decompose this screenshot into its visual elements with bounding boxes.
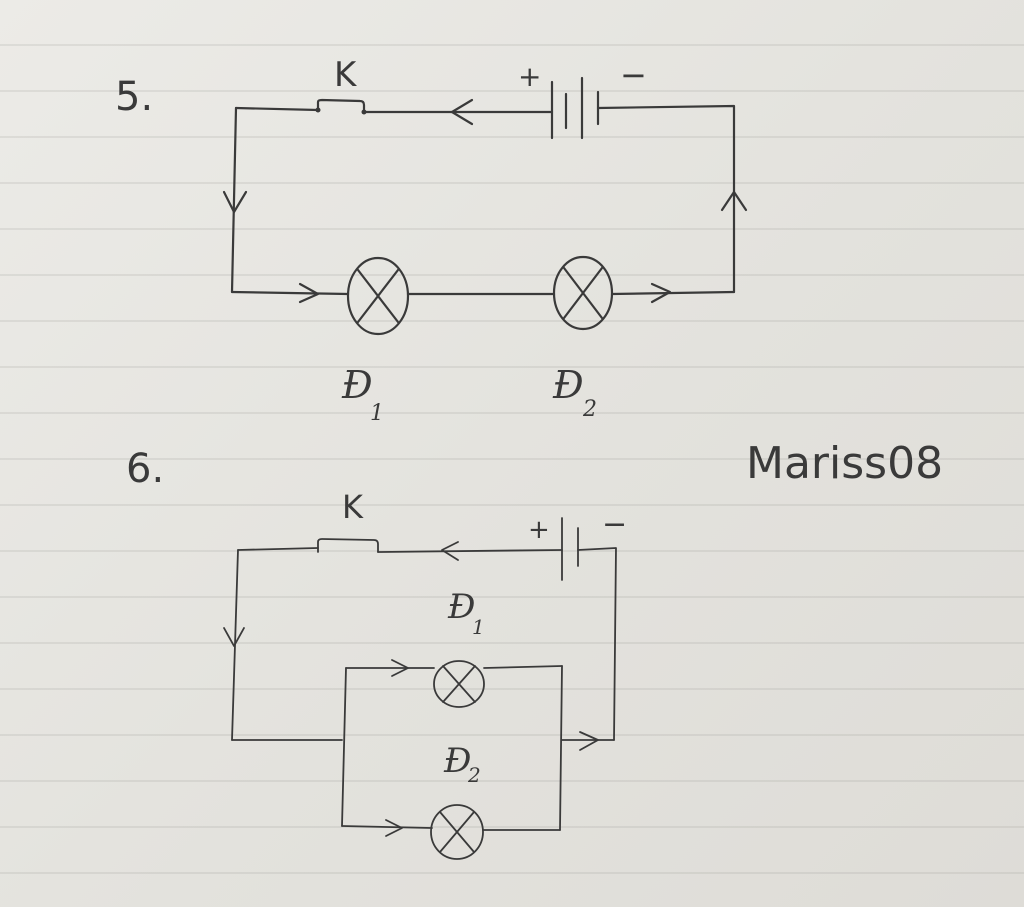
arrow-bottom-left-5 (298, 282, 320, 304)
lamp-d2-5 (552, 255, 614, 331)
battery-minus-5: − (620, 56, 647, 94)
arrow-left-5 (222, 190, 248, 214)
lamp-d2-6 (430, 804, 484, 860)
problem-6-number: 6. (126, 446, 164, 492)
arrow-top-6 (441, 541, 459, 561)
arrow-bottom-right-5 (650, 282, 672, 304)
lamp-d1-label-6: Đ (447, 587, 475, 627)
switch-k-5 (316, 98, 366, 114)
switch-label-5: K (334, 55, 358, 95)
wire-bottom-right-5 (610, 290, 736, 296)
switch-label-6: K (342, 488, 364, 526)
circuit-5: 5. K + − (115, 55, 748, 426)
wire-left-5 (230, 106, 238, 294)
lamp-d1-label-5: Đ (341, 363, 373, 407)
battery-plus-5: + (518, 60, 541, 93)
arrow-top-5 (450, 98, 474, 126)
circuit-6: 6. K + − (126, 446, 627, 860)
wire-top-mid-6 (377, 549, 563, 553)
arrow-branch-bottom-6 (385, 819, 403, 837)
lamp-d1-sub-5: 1 (370, 401, 384, 426)
wire-bottom-left-5 (230, 290, 350, 296)
arrow-branch-top-6 (391, 659, 409, 677)
lamp-d1-6 (433, 660, 485, 708)
signature: Mariss08 (746, 438, 943, 489)
switch-k-6 (317, 538, 379, 553)
branch-right-rail-6 (559, 665, 563, 831)
wire-right-6 (577, 547, 617, 741)
lamp-d2-label-5: Đ (552, 363, 584, 407)
wire-top-left-6 (237, 547, 319, 551)
arrow-bottom-right-6 (579, 731, 599, 751)
lamp-d2-sub-6: 2 (467, 763, 481, 787)
wire-top-left-5 (234, 106, 320, 112)
branch-left-rail-6 (341, 667, 347, 827)
branch-bottom-in-6 (341, 825, 433, 829)
wire-right-5 (596, 104, 736, 294)
arrow-left-6 (223, 627, 245, 647)
lamp-d1-5 (346, 256, 410, 336)
branch-top-out-6 (483, 665, 563, 669)
arrow-right-5 (720, 190, 748, 212)
lamp-d2-label-6: Đ (443, 741, 471, 781)
battery-plus-6: + (528, 515, 550, 545)
switch-contact-5a (315, 107, 321, 113)
lamp-d2-sub-5: 2 (582, 397, 597, 422)
problem-5-number: 5. (115, 74, 153, 120)
lamp-d1-sub-6: 1 (472, 615, 485, 639)
battery-minus-6: − (602, 507, 627, 542)
